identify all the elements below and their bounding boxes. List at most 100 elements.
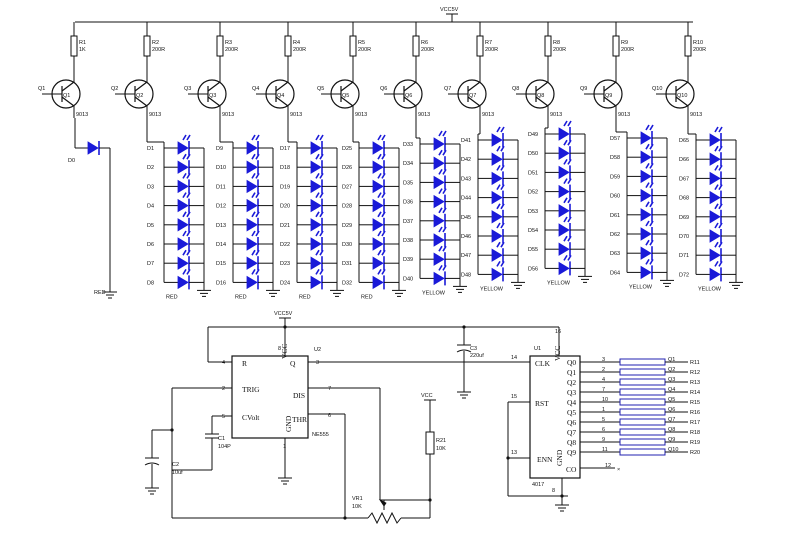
led-d47: D47 [461,241,518,263]
led-ref: D53 [528,209,538,215]
output-resistor [619,438,666,446]
transistor-part: 9013 [418,112,430,118]
led-ref: D45 [461,215,471,221]
led-body [558,261,570,276]
u1-output-pin: 3 [602,357,605,363]
resistor-r6 [412,35,420,57]
led-ref: D20 [280,204,290,210]
resistor-ref: R8 [553,40,560,46]
led-ref: D26 [342,165,352,171]
led-d56: D56 [528,254,585,276]
led-d17: D17 [280,134,337,155]
led-ref: D58 [610,155,620,161]
ne555-pin-num-q: 3 [316,360,319,366]
led-d10: D10 [216,153,273,175]
resistor-value: 200R [553,47,566,53]
led-ref: D41 [461,138,471,144]
led-ref: D57 [610,136,620,142]
led-d9: D9 [216,134,273,155]
led-ref: D4 [147,204,154,210]
output-resistor-ref: R17 [690,420,700,426]
ne555-pin-num-reset: 4 [222,360,225,366]
led-d30: D30 [342,230,399,251]
ne555-pin-num-cvolt: 5 [222,414,225,420]
cd4017-counter: CLK RST ENN VCC GND CO U1 4017 14 15 13 … [506,346,620,512]
u1-output-label: Q2 [567,378,576,387]
resistor-ref: R1 [79,40,86,46]
transistor-base-net: Q8 [512,86,519,92]
r21-ref: R21 [436,438,446,444]
led-ref: D2 [147,165,154,171]
led-d24: D24 [280,268,337,290]
led-body [558,223,570,237]
u1-part: 4017 [532,482,544,488]
led-body [709,190,721,205]
ne555-pin-num-dis: 7 [328,386,331,392]
transistor-part: 9013 [149,112,161,118]
resistor-r1 [70,35,78,57]
led-d60: D60 [610,182,667,203]
u1-pin-co-label: CO [566,465,577,474]
led-d58: D58 [610,143,667,165]
led-d6: D6 [147,230,204,251]
led-d19: D19 [280,172,337,194]
led-body [558,146,570,160]
led-body [433,214,445,228]
led-body [491,210,503,224]
led-body [558,204,570,218]
ne555-part: NE555 [312,432,329,438]
led-ref: D23 [280,261,290,267]
led-ref: D34 [403,161,413,167]
led-body [491,190,503,205]
u1-pin-vcc-label: VCC [553,346,562,361]
led-d62: D62 [610,220,667,241]
led-body [640,265,652,280]
led-ref: D68 [679,196,689,202]
led-body [177,256,189,270]
led-ref: D25 [342,146,352,152]
ne555-pin-dis-label: DIS [293,391,305,400]
u1-output-pin: 9 [602,437,605,443]
transistor-base-net: Q7 [444,86,451,92]
led-ref: D11 [216,184,226,190]
led-d3: D3 [147,172,204,194]
led-ref: D39 [403,257,413,263]
led-d14: D14 [216,230,273,251]
led-ref: D12 [216,204,226,210]
transistor-part: 9013 [222,112,234,118]
led-body [372,141,384,155]
resistor-ref: R6 [421,40,428,46]
led-ref: D8 [147,280,154,286]
transistor-base-net: Q1 [38,86,45,92]
u1-output-label: Q3 [567,388,576,397]
led-ref: D32 [342,280,352,286]
resistor-ref: R3 [225,40,232,46]
output-net: Q5 [668,397,675,403]
led-d35: D35 [403,168,460,190]
led-body [640,150,652,164]
c2-ref: C2 [172,462,179,468]
u1-output-pin: 4 [602,377,605,383]
led-column-color: RED [361,294,373,300]
u1-pin-num-clk: 14 [511,355,517,361]
led-body [310,256,322,270]
transistor-base-net: Q2 [111,86,118,92]
u1-output-pin: 2 [602,367,605,373]
c1-val: 104P [218,444,231,450]
led-d36: D36 [403,188,460,209]
d0-color: RED [94,290,106,296]
u1-pin-num-enn: 13 [511,450,517,456]
led-ref: D62 [610,232,620,238]
